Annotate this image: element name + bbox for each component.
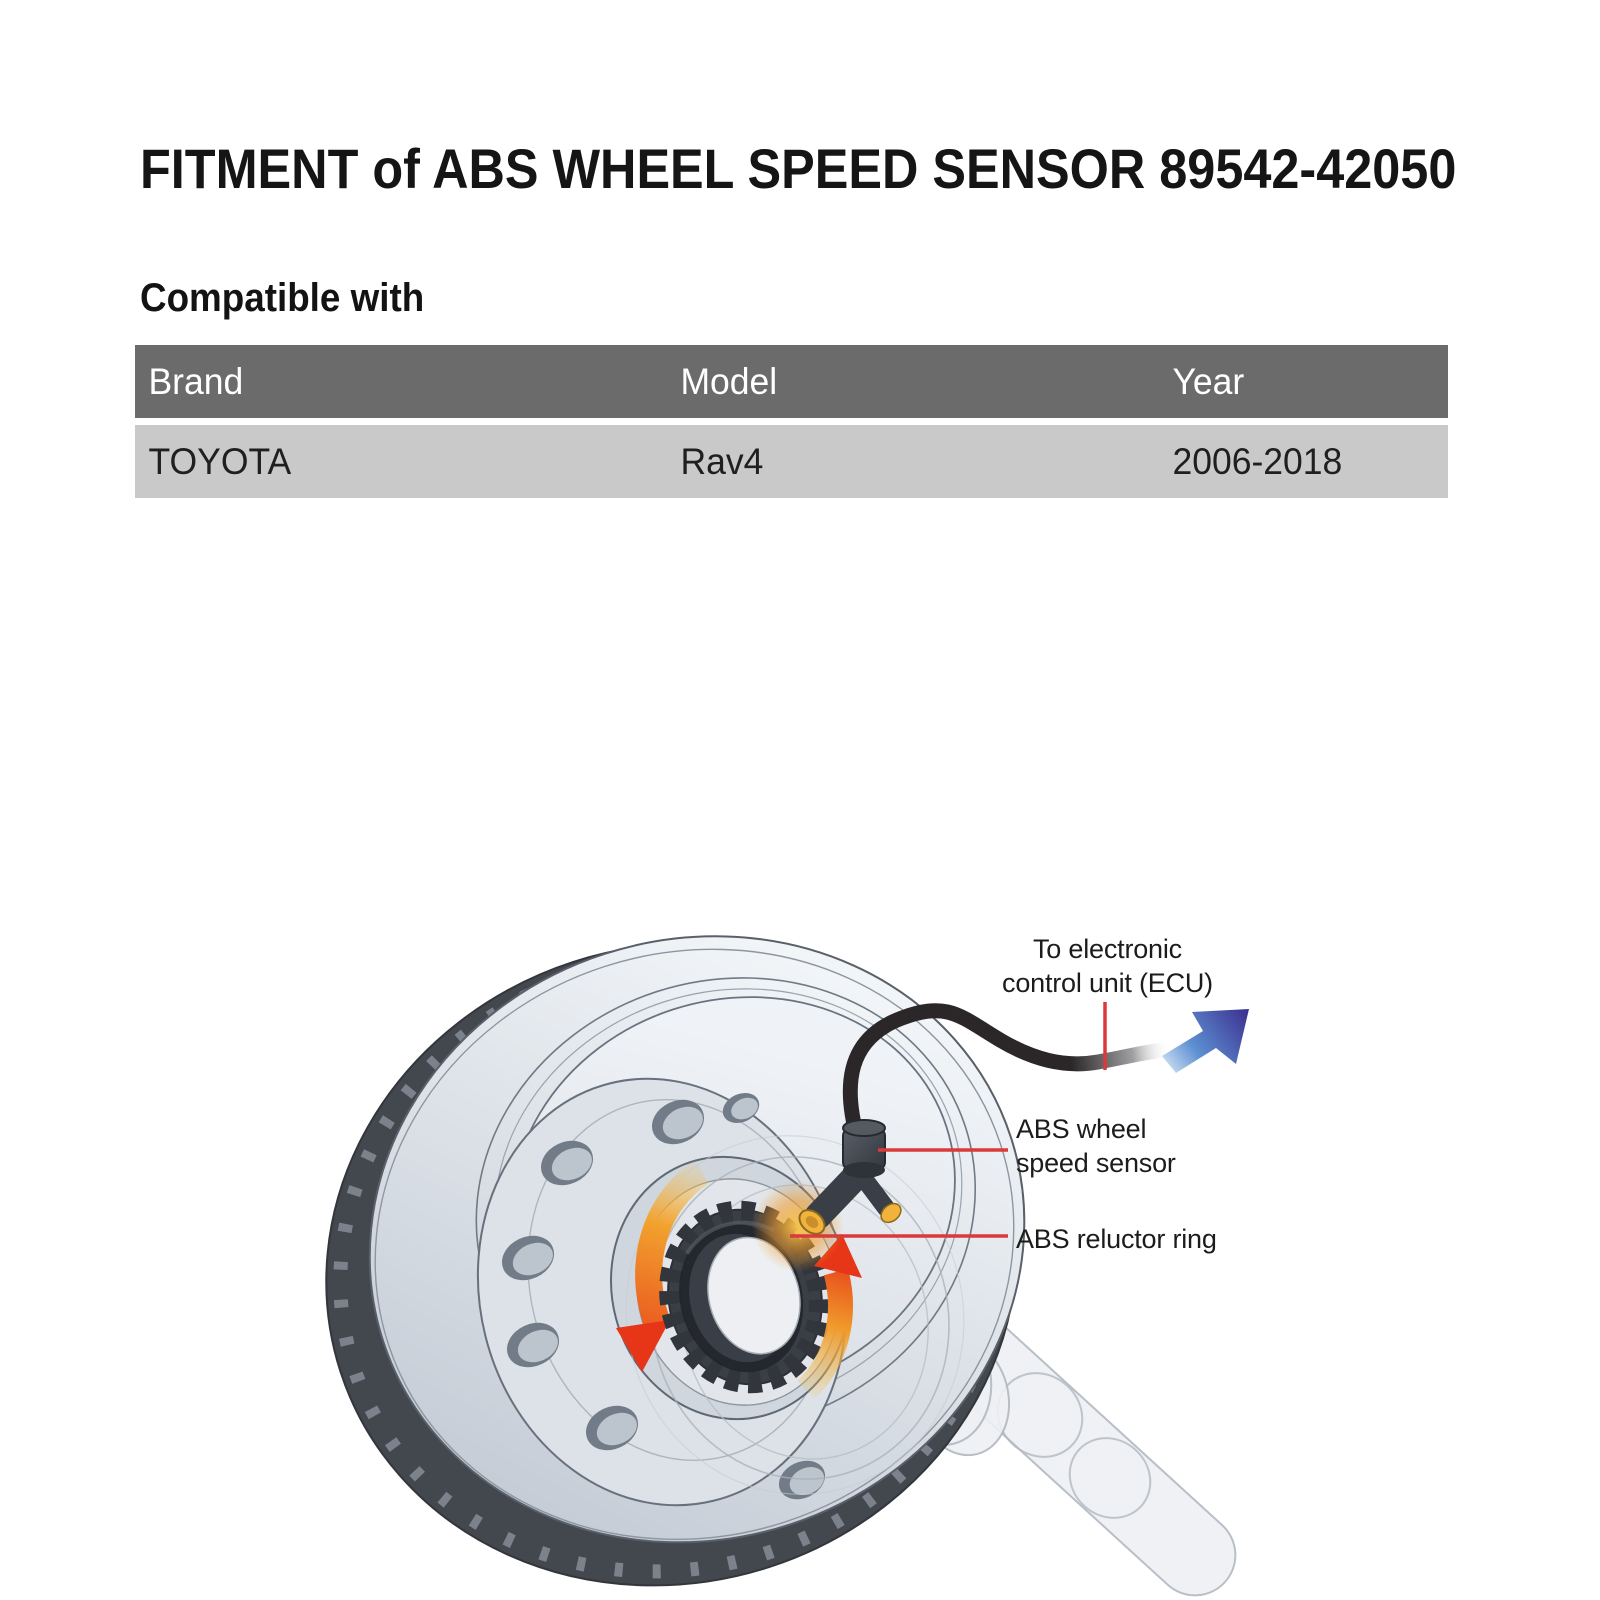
column-header-model: Model [680,360,777,402]
cell-year: 2006-2018 [1172,440,1343,482]
wheel-hub [476,1077,850,1507]
page-title: FITMENT of ABS WHEEL SPEED SENSOR 89542-… [140,137,1457,200]
reluctor-label: ABS reluctor ring [1016,1224,1217,1254]
table-row-gap [135,418,1448,425]
lug-holes [501,1092,826,1500]
table-row: TOYOTA Rav4 2006-2018 [135,425,1448,498]
sensor-label-line1: ABS wheel [1016,1114,1147,1144]
cell-model: Rav4 [680,440,764,482]
sensor-label: ABS wheel speed sensor [1016,1112,1176,1180]
column-header-year: Year [1172,360,1245,402]
table-header-row: Brand Model Year [135,345,1448,418]
ecu-label-line2: control unit (ECU) [1002,968,1213,998]
rotation-arrow-left [616,1160,710,1372]
ecu-label-line1: To electronic [1033,934,1182,964]
fitment-table: Brand Model Year TOYOTA Rav4 2006-2018 [135,345,1448,498]
abs-wheel-speed-sensor [798,1119,902,1235]
sensor-label-line2: speed sensor [1016,1148,1176,1178]
column-header-brand: Brand [148,360,244,402]
compatibility-heading: Compatible with [140,276,425,320]
abs-reluctor-ring [659,1200,831,1394]
rotation-arrow-right [797,1234,862,1400]
hub-bore-ghost-rings [625,1135,965,1495]
rotation-arrows [616,1160,710,1372]
ecu-direction-arrow [1162,1009,1249,1073]
sensor-glow [752,1180,844,1272]
cell-brand: TOYOTA [148,440,292,482]
ecu-label: To electronic control unit (ECU) [950,932,1265,1000]
